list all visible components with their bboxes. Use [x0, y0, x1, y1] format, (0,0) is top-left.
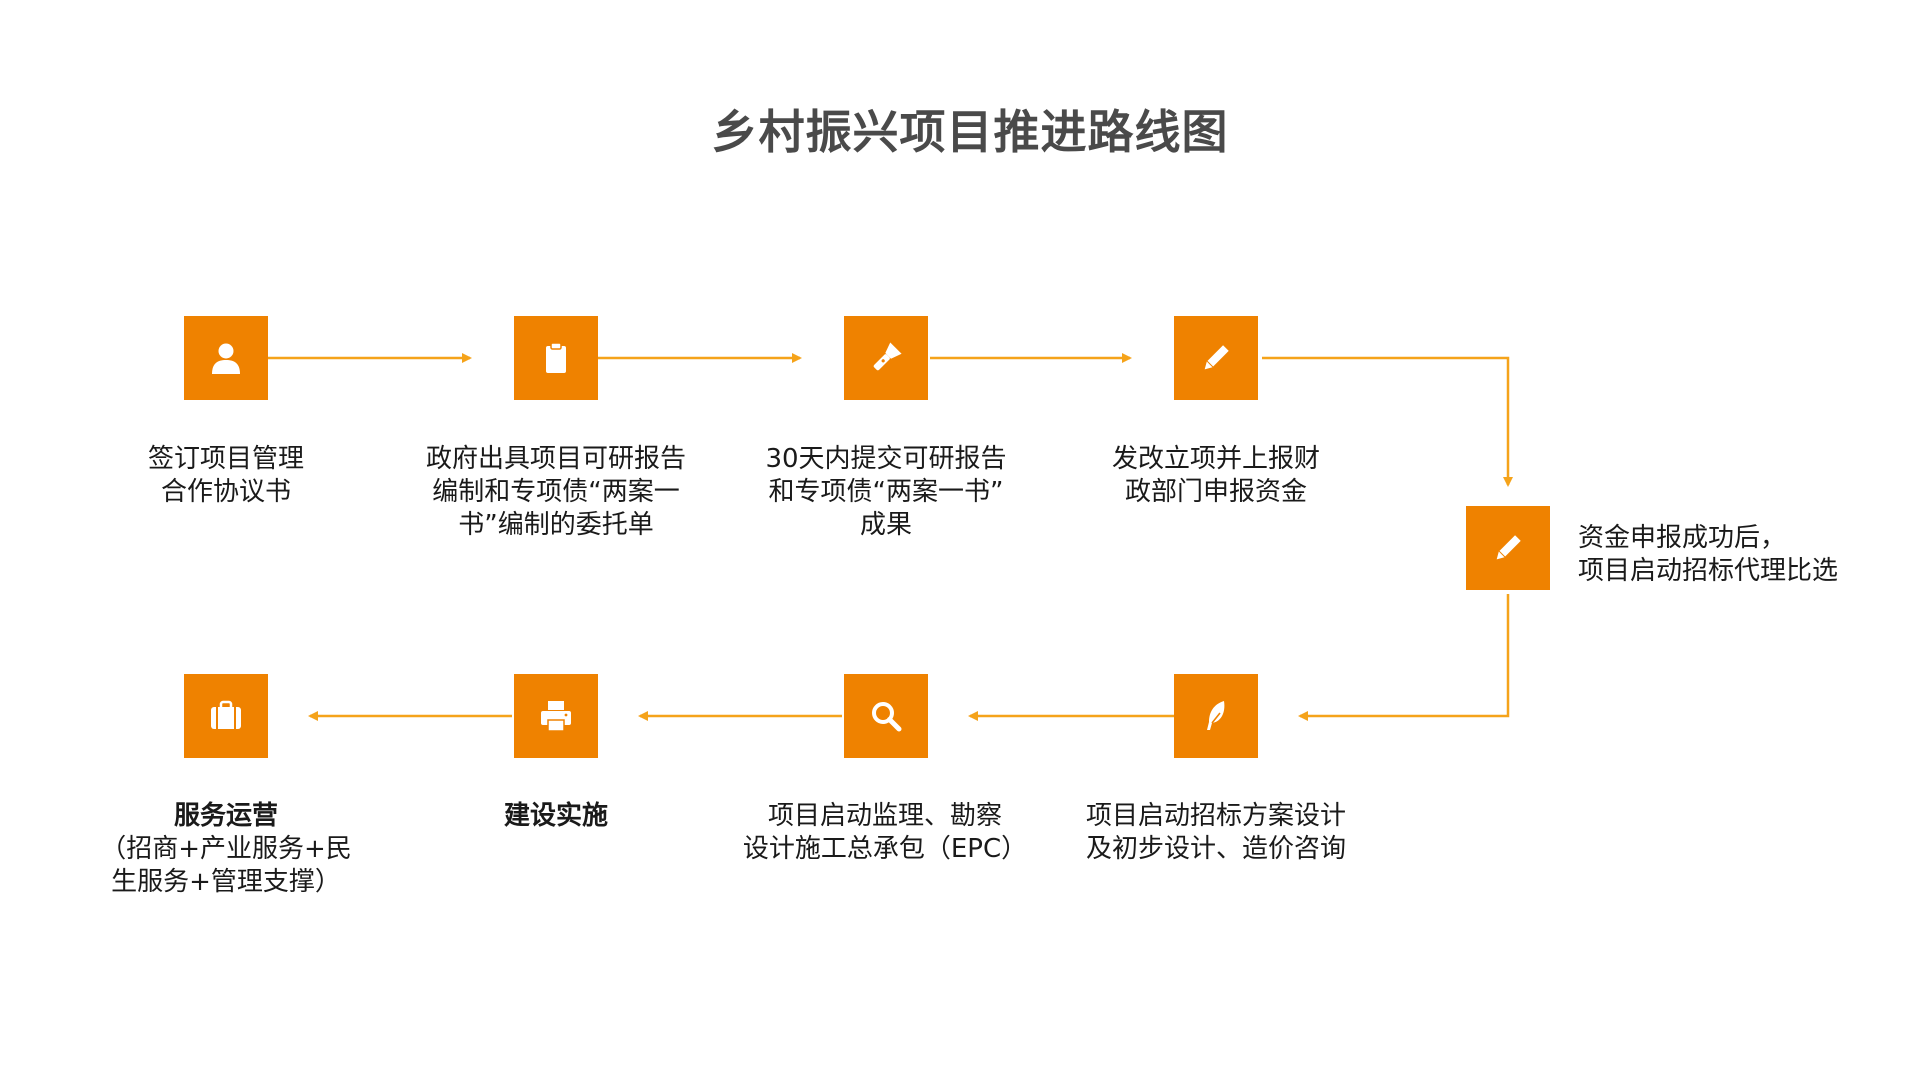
step-2-text: 政府出具项目可研报告 编制和专项债“两案一 书”编制的委托单 [425, 444, 686, 540]
step-9-label: 服务运营 （招商+产业服务+民 生服务+管理支撑） [76, 800, 376, 899]
user-icon [212, 343, 240, 374]
arrow-4-5 [1262, 356, 1513, 487]
step-9-title: 服务运营 [173, 801, 278, 831]
flashlight-icon [873, 342, 902, 371]
step-1-label: 签订项目管理 合作协议书 [76, 443, 376, 509]
step-1-box [184, 316, 268, 400]
arrow-5-6 [1298, 594, 1510, 721]
step-9-box [184, 674, 268, 758]
page-title: 乡村振兴项目推进路线图 [711, 105, 1229, 159]
step-4-text: 发改立项并上报财 政部门申报资金 [1111, 444, 1320, 507]
briefcase-icon [211, 700, 241, 729]
step-9-text: （招商+产业服务+民 生服务+管理支撑） [100, 834, 352, 897]
search-icon [872, 702, 902, 732]
clipboard-icon [546, 342, 566, 373]
step-3-box [844, 316, 928, 400]
step-5-box [1466, 506, 1550, 590]
step-5-label: 资金申报成功后， 项目启动招标代理比选 [1578, 522, 1878, 588]
step-5-text: 资金申报成功后， 项目启动招标代理比选 [1578, 523, 1839, 586]
step-2-box [514, 316, 598, 400]
step-8-title: 建设实施 [503, 801, 608, 831]
step-7-box [844, 674, 928, 758]
step-4-box [1174, 316, 1258, 400]
quill-icon [1207, 701, 1225, 730]
pencil-icon [1496, 535, 1521, 560]
step-7-text: 项目启动监理、勘察 设计施工总承包（EPC） [742, 801, 1028, 864]
step-4-label: 发改立项并上报财 政部门申报资金 [1066, 443, 1366, 509]
step-8-box [514, 674, 598, 758]
step-8-label: 建设实施 [406, 800, 706, 833]
step-2-label: 政府出具项目可研报告 编制和专项债“两案一 书”编制的委托单 [406, 443, 706, 542]
step-3-label: 30天内提交可研报告 和专项债“两案一书” 成果 [736, 443, 1036, 542]
pencil-icon [1204, 345, 1229, 370]
step-6-text: 项目启动招标方案设计 及初步设计、造价咨询 [1085, 801, 1346, 864]
step-1-text: 签订项目管理 合作协议书 [147, 444, 304, 507]
printer-icon [541, 701, 571, 732]
step-7-label: 项目启动监理、勘察 设计施工总承包（EPC） [720, 800, 1050, 866]
step-6-label: 项目启动招标方案设计 及初步设计、造价咨询 [1066, 800, 1366, 866]
step-3-text: 30天内提交可研报告 和专项债“两案一书” 成果 [765, 444, 1007, 540]
step-6-box [1174, 674, 1258, 758]
